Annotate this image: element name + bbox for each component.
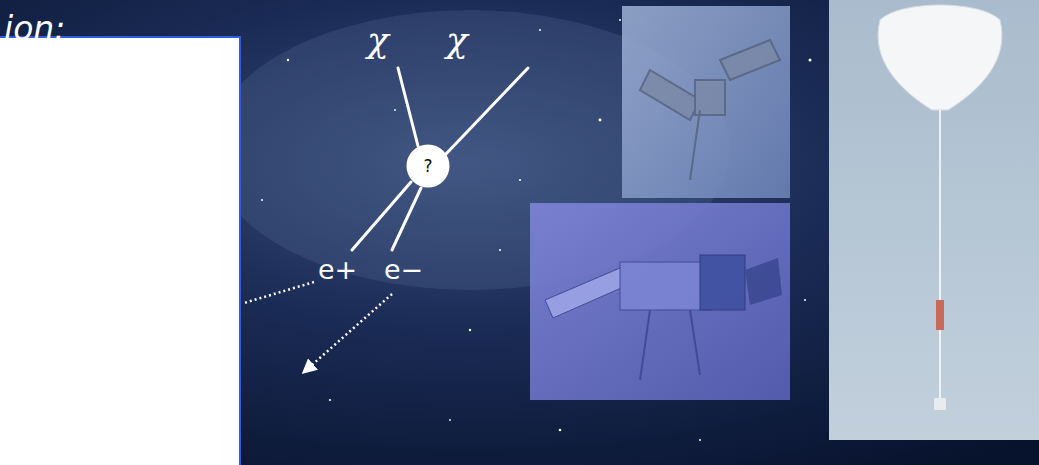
particle-line (352, 182, 411, 250)
particle-symbol: χ (367, 22, 389, 58)
circle-shape (408, 146, 449, 187)
particle-symbol: χ (446, 22, 468, 58)
dotted-arrow (304, 294, 392, 372)
fermi-satellite-photo (622, 6, 790, 198)
particle-symbol: e+ (318, 256, 357, 283)
dotted-track (244, 282, 314, 303)
particle-line (398, 68, 418, 146)
pamela-satellite-photo (530, 203, 790, 400)
slide-heading: ion: (4, 12, 65, 45)
balloon-photo (829, 0, 1039, 440)
particle-symbol: e− (384, 256, 423, 283)
vertex-label: ? (423, 158, 432, 175)
vertex-circle: ? (406, 144, 450, 188)
particle-line (392, 188, 421, 250)
particle-line (446, 68, 528, 154)
text-panel (0, 37, 240, 465)
